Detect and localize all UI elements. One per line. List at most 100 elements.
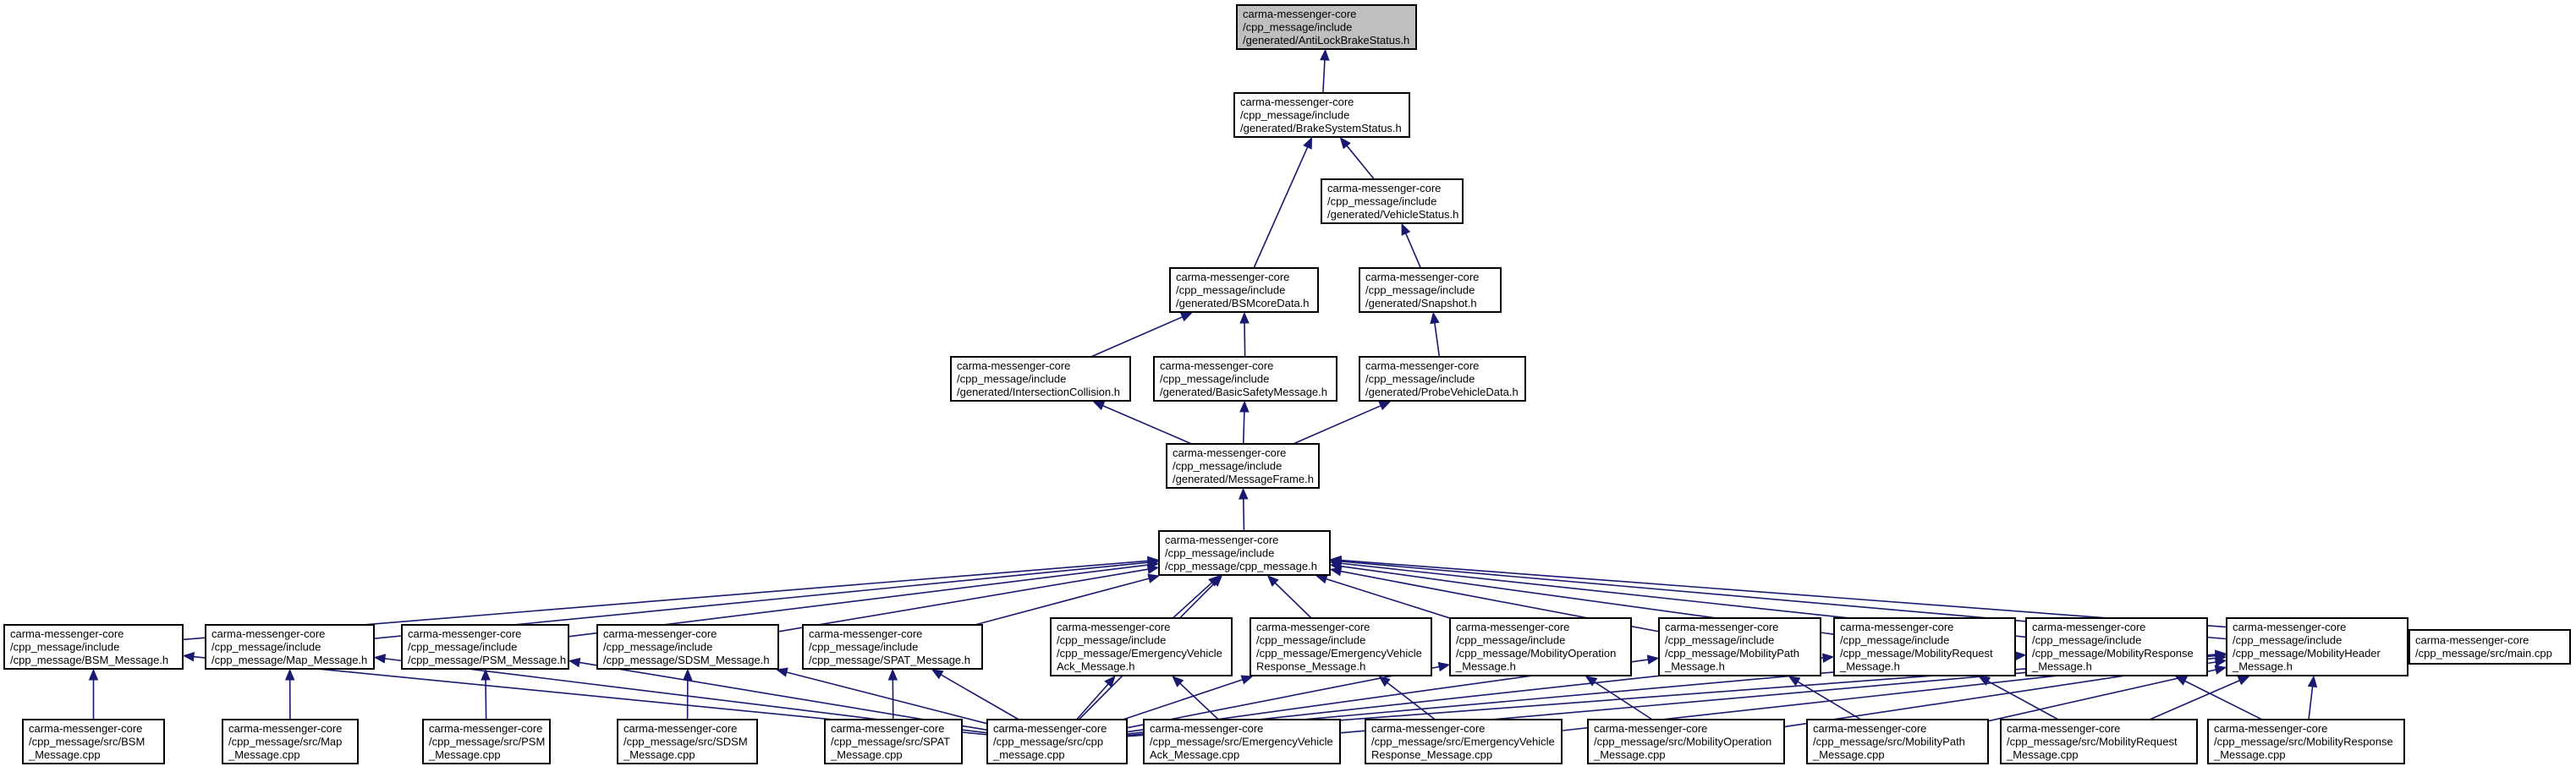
node-mpathcpp[interactable]: carma-messenger-core/cpp_message/src/Mob… [1806,719,1989,764]
node-box[interactable] [2025,617,2208,676]
node-cppmsg[interactable]: carma-messenger-core/cpp_message/include… [1158,530,1331,576]
node-box[interactable] [222,719,359,764]
node-label-line: carma-messenger-core [1840,621,1953,633]
node-intersect[interactable]: carma-messenger-core/cpp_message/include… [950,356,1131,402]
node-spatcpp[interactable]: carma-messenger-core/cpp_message/src/SPA… [824,719,963,764]
node-box[interactable] [1158,530,1331,576]
node-label-line: carma-messenger-core [1365,359,1479,372]
node-box[interactable] [2000,719,2198,764]
node-box[interactable] [1050,617,1233,676]
node-mrespcpp[interactable]: carma-messenger-core/cpp_message/src/Mob… [2207,719,2405,764]
node-bsmcpp[interactable]: carma-messenger-core/cpp_message/src/BSM… [22,719,165,764]
node-box[interactable] [1153,356,1337,402]
node-bsmh[interactable]: carma-messenger-core/cpp_message/include… [3,624,184,670]
edge-probe-to-snapshot [1430,311,1441,358]
node-box[interactable] [1143,719,1341,764]
node-box[interactable] [1359,267,1502,313]
node-probe[interactable]: carma-messenger-core/cpp_message/include… [1359,356,1526,402]
node-mpathh[interactable]: carma-messenger-core/cpp_message/include… [1658,617,1821,676]
edge-line [1987,669,2216,722]
node-label-line: /cpp_message/src/Map [228,735,342,747]
node-emackh[interactable]: carma-messenger-core/cpp_message/include… [1050,617,1233,676]
node-label-line: _message.cpp [992,748,1065,761]
edge-line [1293,405,1381,445]
edge-line [777,568,1149,632]
arrowhead-icon [88,668,99,681]
node-label-line: /cpp_message/EmergencyVehicle [1256,647,1422,660]
node-box[interactable] [1833,617,2016,676]
node-label-line: carma-messenger-core [2032,621,2145,633]
node-box[interactable] [1449,617,1632,676]
node-box[interactable] [1166,443,1320,489]
node-vstatus[interactable]: carma-messenger-core/cpp_message/include… [1321,178,1464,224]
node-label-line: _Message.h [2232,660,2293,673]
node-box[interactable] [2207,719,2405,764]
node-mapcpp[interactable]: carma-messenger-core/cpp_message/src/Map… [222,719,359,764]
edge-line [1387,682,1436,720]
node-box[interactable] [1806,719,1989,764]
node-box[interactable] [596,624,779,670]
node-label-line: _Message.cpp [428,748,501,761]
node-mreqh[interactable]: carma-messenger-core/cpp_message/include… [1833,617,2016,676]
node-mresph[interactable]: carma-messenger-core/cpp_message/include… [2025,617,2208,676]
edge-line [1076,683,1109,720]
node-box[interactable] [1236,4,1417,50]
node-box[interactable] [824,719,963,764]
node-box[interactable] [1658,617,1821,676]
node-emresph[interactable]: carma-messenger-core/cpp_message/include… [1250,617,1432,676]
node-mheadh[interactable]: carma-messenger-core/cpp_message/include… [2226,617,2408,676]
node-psmcpp[interactable]: carma-messenger-core/cpp_message/src/PSM… [422,719,551,764]
node-box[interactable] [1169,267,1319,313]
node-bsmcore[interactable]: carma-messenger-core/cpp_message/include… [1169,267,1319,313]
node-box[interactable] [3,624,184,670]
node-anti[interactable]: carma-messenger-core/cpp_message/include… [1236,4,1417,50]
edge-line [2184,680,2263,720]
node-box[interactable] [950,356,1131,402]
node-sdsmh[interactable]: carma-messenger-core/cpp_message/include… [596,624,779,670]
node-label-line: _Message.h [2031,660,2092,673]
node-box[interactable] [205,624,375,670]
node-box[interactable] [401,624,569,670]
node-brake[interactable]: carma-messenger-core/cpp_message/include… [1233,92,1410,138]
node-box[interactable] [1233,92,1410,138]
arrowhead-icon [1146,564,1160,574]
node-box[interactable] [1321,178,1464,224]
node-label-line: /generated/BrakeSystemStatus.h [1240,122,1402,134]
node-mreqcpp[interactable]: carma-messenger-core/cpp_message/src/Mob… [2000,719,2198,764]
node-psmh[interactable]: carma-messenger-core/cpp_message/include… [401,624,569,670]
node-maph[interactable]: carma-messenger-core/cpp_message/include… [205,624,375,670]
node-msgframe[interactable]: carma-messenger-core/cpp_message/include… [1166,443,1320,489]
arrowhead-icon [1378,676,1391,687]
node-snapshot[interactable]: carma-messenger-core/cpp_message/include… [1359,267,1502,313]
node-moperecpp[interactable]: carma-messenger-core/cpp_message/src/Mob… [1587,719,1785,764]
node-mopereh[interactable]: carma-messenger-core/cpp_message/include… [1449,617,1632,676]
node-emackcpp[interactable]: carma-messenger-core/cpp_message/src/Eme… [1143,719,1341,764]
node-box[interactable] [2226,617,2408,676]
node-box[interactable] [1359,356,1526,402]
edge-cppcpp-to-mopereh [1126,661,1451,729]
edge-line [1244,322,1246,358]
node-box[interactable] [1365,719,1563,764]
arrowhead-icon [1329,555,1342,566]
node-cppcpp[interactable]: carma-messenger-core/cpp_message/src/cpp… [986,719,1128,764]
node-box[interactable] [1587,719,1785,764]
node-label-line: carma-messenger-core [2007,722,2120,735]
node-sdsmcpp[interactable]: carma-messenger-core/cpp_message/src/SDS… [617,719,758,764]
node-box[interactable] [986,719,1128,764]
node-basicsafety[interactable]: carma-messenger-core/cpp_message/include… [1153,356,1337,402]
arrowhead-icon [1172,676,1184,687]
node-label-line: /cpp_message/src/BSM [29,735,145,747]
node-box[interactable] [617,719,758,764]
node-emrespcpp[interactable]: carma-messenger-core/cpp_message/src/Eme… [1365,719,1563,764]
node-label-line: /generated/VehicleStatus.h [1327,208,1458,221]
node-spath[interactable]: carma-messenger-core/cpp_message/include… [802,624,983,670]
node-box[interactable] [2408,629,2571,665]
node-box[interactable] [22,719,165,764]
node-label-line: carma-messenger-core [1243,8,1356,20]
node-box[interactable] [1250,617,1432,676]
node-box[interactable] [422,719,551,764]
node-box[interactable] [802,624,983,670]
edge-sdsmh-to-cppmsg [777,564,1160,632]
node-maincpp[interactable]: carma-messenger-core/cpp_message/src/mai… [2408,629,2571,665]
